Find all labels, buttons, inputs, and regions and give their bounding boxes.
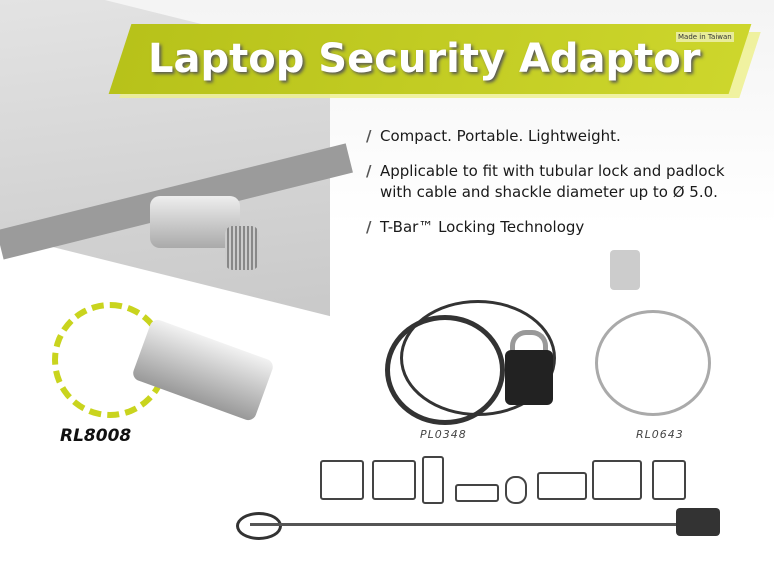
- cable-lock-coil-image: [595, 310, 711, 416]
- made-in-label: Made in Taiwan: [676, 32, 734, 42]
- feature-list: /Compact. Portable. Lightweight. /Applic…: [366, 126, 766, 252]
- padlock-model: PL0348: [420, 428, 467, 441]
- cable-lock-head-image: [610, 250, 640, 290]
- laptop-icon: [320, 460, 364, 500]
- security-cable: [250, 523, 720, 526]
- printer-icon: [592, 460, 642, 500]
- adaptor-image: [130, 317, 276, 423]
- cable-coil-image: [400, 300, 556, 416]
- page-title: Laptop Security Adaptor: [148, 36, 701, 82]
- dvd-player-icon: [455, 484, 499, 502]
- mouse-icon: [505, 476, 527, 504]
- photo-frame-icon: [652, 460, 686, 500]
- cable-lock-model: RL0643: [636, 428, 684, 441]
- combination-padlock-image: [505, 350, 553, 405]
- feature-item: /Applicable to fit with tubular lock and…: [366, 162, 725, 201]
- monitor-icon: [372, 460, 416, 500]
- adaptor-model: RL8008: [60, 426, 132, 446]
- feature-item: /Compact. Portable. Lightweight.: [366, 127, 621, 145]
- desktop-tower-icon: [422, 456, 444, 504]
- cable-loop: [236, 512, 282, 540]
- padlock-shackle: [510, 330, 548, 363]
- feature-item: /T-Bar™ Locking Technology: [366, 218, 585, 236]
- cable-lock-icon: [676, 508, 720, 536]
- adaptor-knob-image: [225, 226, 259, 270]
- keyboard-icon: [537, 472, 587, 500]
